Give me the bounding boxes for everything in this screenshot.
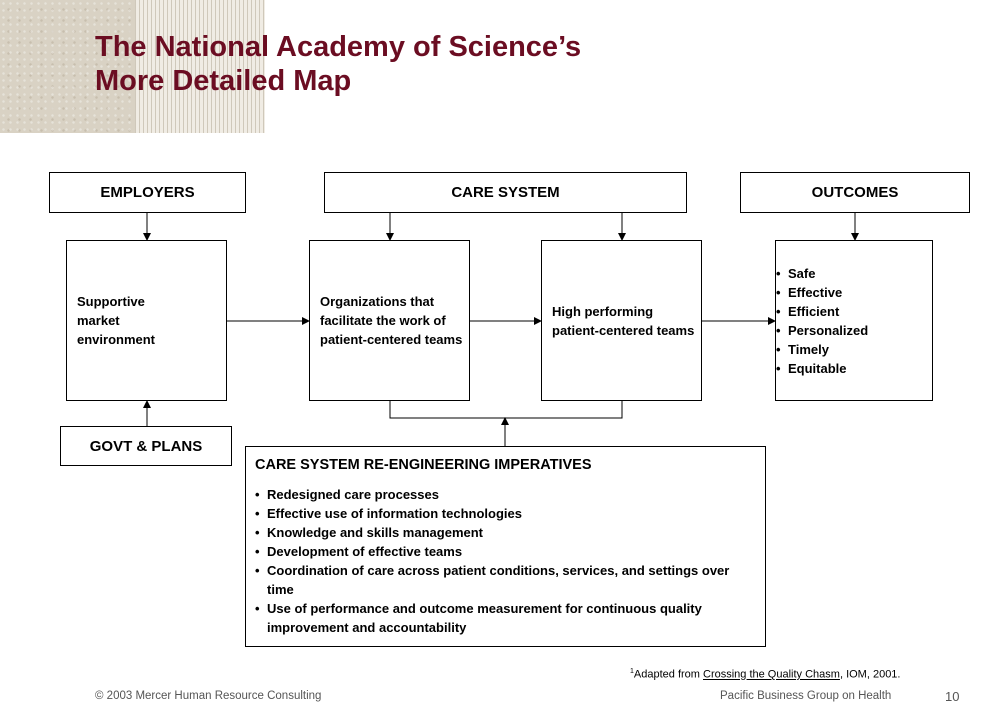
supportive-market-text: Supportive market environment xyxy=(77,294,156,347)
care-system-header: CARE SYSTEM xyxy=(324,172,687,213)
imperative-item: Coordination of care across patient cond… xyxy=(255,561,755,599)
footnote: 1Adapted from Crossing the Quality Chasm… xyxy=(630,668,900,681)
outcome-item: Timely xyxy=(776,340,868,359)
imperative-item: Effective use of information technologie… xyxy=(255,504,755,523)
govt-plans-label: GOVT & PLANS xyxy=(89,437,203,455)
footer-organization: Pacific Business Group on Health xyxy=(720,690,892,702)
title-line-2: More Detailed Map xyxy=(95,65,352,97)
page-number: 10 xyxy=(945,689,960,704)
imperatives-list: Redesigned care processes Effective use … xyxy=(255,485,755,637)
imperative-item: Knowledge and skills management xyxy=(255,523,755,542)
high-performing-teams-node: High performing patient-centered teams xyxy=(541,240,702,401)
footnote-suffix: , IOM, 2001. xyxy=(839,668,901,681)
imperatives-title: CARE SYSTEM RE-ENGINEERING IMPERATIVES xyxy=(255,457,592,473)
high-performing-teams-text: High performing patient-centered teams xyxy=(552,303,695,338)
imperative-item: Development of effective teams xyxy=(255,542,755,561)
outcomes-header: OUTCOMES xyxy=(740,172,970,213)
imperative-item: Use of performance and outcome measureme… xyxy=(255,599,755,637)
outcome-item: Effective xyxy=(776,283,868,302)
decorative-texture xyxy=(0,0,135,133)
govt-plans-box: GOVT & PLANS xyxy=(60,426,232,466)
outcome-item: Personalized xyxy=(776,321,868,340)
organizations-text: Organizations that facilitate the work o… xyxy=(320,294,463,347)
footnote-source: Crossing the Quality Chasm xyxy=(703,668,840,681)
outcome-item: Safe xyxy=(776,264,868,283)
imperatives-box: CARE SYSTEM RE-ENGINEERING IMPERATIVES R… xyxy=(245,446,766,647)
footnote-prefix: Adapted from xyxy=(633,668,703,681)
care-system-label: CARE SYSTEM xyxy=(451,184,560,201)
decorative-stripes xyxy=(135,0,265,133)
employers-header: EMPLOYERS xyxy=(49,172,246,213)
bracket-care-nodes xyxy=(389,401,623,419)
employers-label: EMPLOYERS xyxy=(100,184,195,201)
outcomes-list-node: Safe Effective Efficient Personalized Ti… xyxy=(775,240,933,401)
organizations-node: Organizations that facilitate the work o… xyxy=(309,240,470,401)
outcome-item: Efficient xyxy=(776,302,868,321)
slide-title: The National Academy of Science’s More D… xyxy=(95,30,581,98)
title-line-1: The National Academy of Science’s xyxy=(95,31,582,63)
outcomes-label: OUTCOMES xyxy=(811,184,899,201)
imperative-item: Redesigned care processes xyxy=(255,485,755,504)
footnote-mark: 1 xyxy=(630,668,634,675)
supportive-market-node: Supportive market environment xyxy=(66,240,227,401)
outcomes-list: Safe Effective Efficient Personalized Ti… xyxy=(776,264,868,378)
footer-copyright: © 2003 Mercer Human Resource Consulting xyxy=(95,690,322,702)
outcome-item: Equitable xyxy=(776,359,868,378)
